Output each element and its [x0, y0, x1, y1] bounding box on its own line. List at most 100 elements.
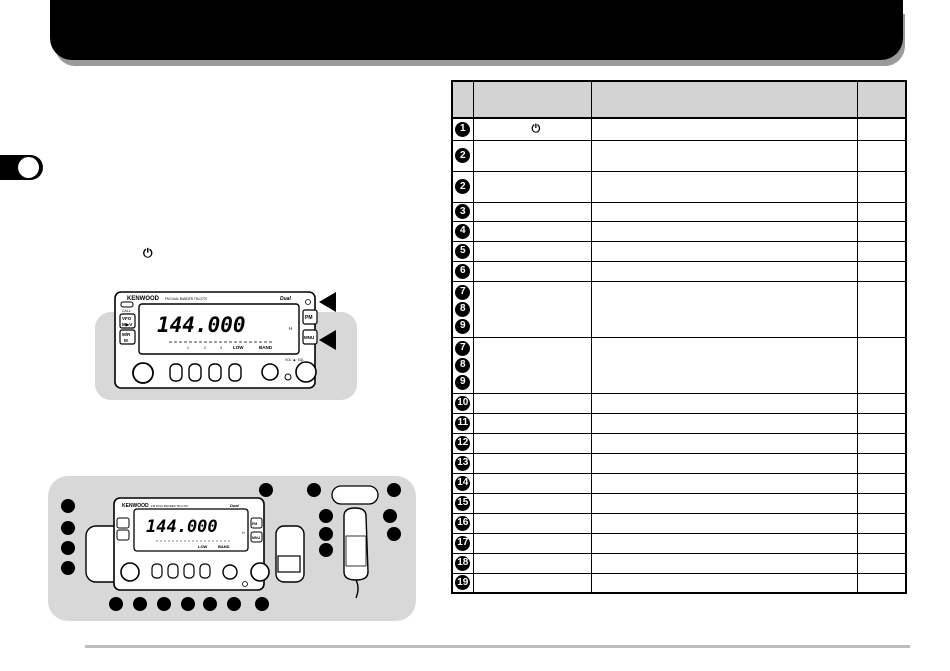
key-1[interactable]: [151, 563, 163, 579]
header-bar: [50, 0, 903, 60]
mnu-button[interactable]: [250, 531, 263, 543]
table-row: 3: [451, 201, 907, 222]
row-number-badge: 16: [455, 515, 471, 531]
mnu-button[interactable]: [302, 329, 318, 345]
m-to-v-label: M▶V: [122, 322, 132, 327]
row-number-cell: 5: [451, 240, 474, 262]
model-label: FM DUAL BANDER TM-G707: [151, 504, 189, 508]
dual-logo: Dual: [230, 503, 240, 508]
tuning-dial[interactable]: [295, 361, 317, 383]
low-label: LOW: [233, 345, 244, 350]
key-4[interactable]: [228, 363, 242, 382]
low-label: LOW: [198, 544, 208, 549]
row-name-cell: [472, 336, 592, 394]
power-switch[interactable]: [132, 362, 154, 384]
row-number-badge: 9: [455, 374, 471, 390]
key-2[interactable]: [167, 563, 179, 579]
row-name-cell: [472, 280, 592, 338]
table-row: 1⏻: [451, 117, 907, 141]
table-row: 12: [451, 432, 907, 454]
table-row: 16: [451, 512, 907, 534]
key-2[interactable]: [188, 363, 202, 382]
callout-marker: [259, 483, 273, 497]
pm-button[interactable]: [302, 309, 318, 325]
row-number-badge: 2: [455, 179, 471, 194]
row-desc-cell: [590, 117, 858, 141]
mnu-label: MNU: [304, 335, 314, 340]
vfo-label: VFO: [122, 316, 132, 321]
tuning-dial[interactable]: [250, 562, 270, 582]
callout-marker: [383, 509, 397, 523]
header-function: [590, 80, 858, 119]
mr-button[interactable]: [116, 529, 130, 541]
radio-with-microphone-illustration: KENWOOD FM DUAL BANDER TM-G707 Dual 144.…: [61, 483, 401, 611]
callout-marker: [319, 527, 333, 541]
key-1[interactable]: [169, 363, 183, 382]
row-number-cell: 4: [451, 220, 474, 242]
row-number-badge: 17: [455, 535, 471, 551]
pm-button[interactable]: [250, 517, 263, 529]
row-number-badge: 7: [455, 284, 471, 300]
row-number-badge: 3: [455, 204, 471, 219]
mic-keypad[interactable]: [345, 535, 367, 567]
callout-marker: [387, 527, 401, 541]
row-ref-cell: [856, 532, 907, 554]
row-number-badge: 4: [455, 223, 471, 239]
brand-label: KENWOOD: [127, 296, 160, 302]
row-name-cell: [472, 532, 592, 554]
power-led: [305, 299, 311, 305]
row-number-cell: 19: [451, 572, 474, 594]
row-desc-cell: [590, 452, 858, 474]
row-ref-cell: [856, 170, 907, 203]
pm-label: PM: [252, 522, 257, 526]
row-name-cell: [472, 432, 592, 454]
key-4[interactable]: [199, 563, 211, 579]
jack: [242, 581, 248, 587]
lcd-display: [133, 508, 249, 552]
callout-marker: [307, 483, 321, 497]
row-desc-cell: [590, 512, 858, 534]
table-row: 15: [451, 492, 907, 514]
row-number-cell: 11: [451, 412, 474, 434]
vol-sql-knob[interactable]: [222, 564, 238, 580]
mr-label: M/R: [122, 332, 131, 337]
row-number-badge: 12: [455, 435, 471, 451]
key-3[interactable]: [208, 363, 222, 382]
row-name-cell: [472, 492, 592, 514]
row-ref-cell: [856, 472, 907, 494]
mnu-label: MNU: [252, 536, 260, 540]
callout-marker: [227, 597, 241, 611]
table-row: 6: [451, 260, 907, 282]
h-indicator: H: [289, 326, 292, 331]
model-label: FM DUAL BANDER TM-G707: [165, 297, 208, 301]
table-row: 14: [451, 472, 907, 494]
row-ref-cell: [856, 432, 907, 454]
mr-button[interactable]: [119, 329, 136, 345]
h-indicator: H: [242, 531, 245, 535]
row-name-cell: [472, 512, 592, 534]
meter-tick-label: 3: [220, 346, 222, 350]
power-switch[interactable]: [120, 562, 140, 582]
call-button[interactable]: [120, 301, 134, 308]
call-label: CALL: [122, 309, 131, 313]
vfo-button[interactable]: [119, 313, 136, 329]
key-3[interactable]: [183, 563, 195, 579]
row-ref-cell: [856, 392, 907, 414]
row-number-badge: 10: [455, 395, 471, 411]
row-ref-cell: [856, 336, 907, 394]
row-desc-cell: [590, 492, 858, 514]
vfo-button[interactable]: [116, 517, 130, 529]
row-number-badge: 7: [455, 340, 471, 356]
table-row: 13: [451, 452, 907, 474]
table-row: 11: [451, 412, 907, 434]
vol-sql-knob[interactable]: [261, 363, 279, 381]
mic-cable: [355, 579, 359, 599]
table-row: 2: [451, 139, 907, 172]
row-number-badge: 5: [455, 243, 471, 259]
row-number-badge: 19: [455, 575, 471, 591]
row-desc-cell: [590, 572, 858, 594]
row-number-badge: 9: [455, 318, 471, 334]
table-header-row: [451, 80, 907, 119]
